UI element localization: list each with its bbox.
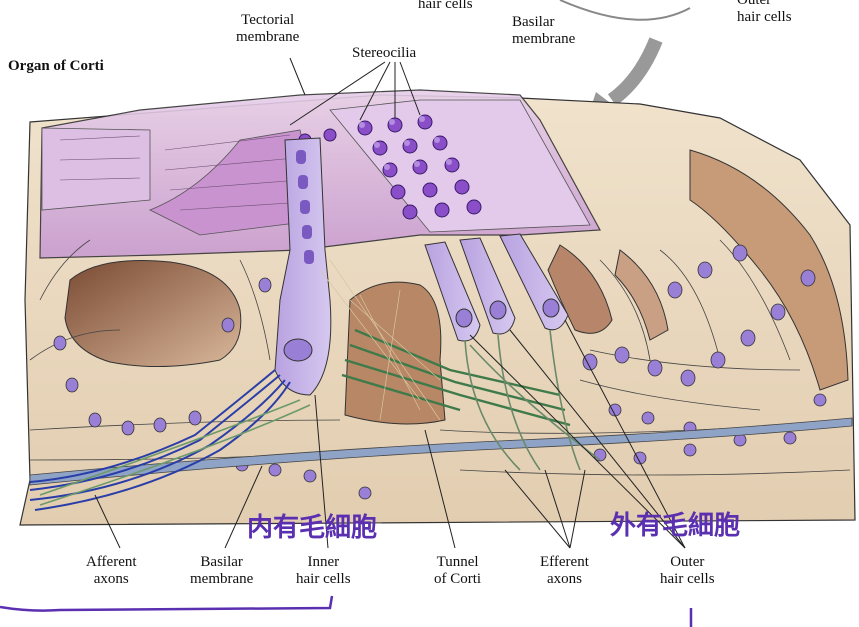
label-top-hair-cells: hair cells	[418, 0, 473, 13]
label-afferent-axons: Afferent axons	[86, 554, 137, 588]
label-inner-hair-cells: Inner hair cells	[296, 554, 351, 588]
label-tectorial-membrane: Tectorial membrane	[236, 12, 299, 46]
label-efferent-axons: Efferent axons	[540, 554, 589, 588]
label-tunnel-of-corti: Tunnel of Corti	[434, 554, 481, 588]
japanese-inner-hair-cells: 内有毛細胞	[247, 507, 377, 544]
label-outer-hair-cells-top: Outer hair cells	[737, 0, 792, 26]
inner-hair-cell-bracket	[0, 596, 332, 611]
label-basilar-membrane-top: Basilar membrane	[512, 14, 575, 48]
label-outer-hair-cells: Outer hair cells	[660, 554, 715, 588]
japanese-outer-hair-cells: 外有毛細胞	[610, 505, 740, 542]
page-title: Organ of Corti	[8, 58, 104, 75]
label-stereocilia: Stereocilia	[352, 45, 416, 62]
label-basilar-membrane: Basilar membrane	[190, 554, 253, 588]
